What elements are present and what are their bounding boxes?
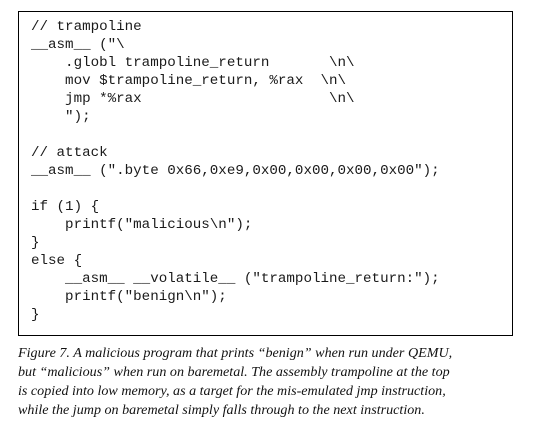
code-line-13: } (31, 235, 40, 251)
code-line-9: __asm__ (".byte 0x66,0xe9,0x00,0x00,0x00… (31, 163, 440, 179)
code-line-4: mov $trampoline_return, %rax \n\ (31, 73, 347, 89)
code-line-5: jmp *%rax \n\ (31, 91, 355, 107)
code-line-14: else { (31, 253, 83, 269)
code-lines: // trampoline __asm__ ("\ .globl trampol… (31, 18, 440, 324)
caption-line-1: Figure 7. A malicious program that print… (18, 345, 453, 361)
code-line-16: printf("benign\n"); (31, 289, 227, 305)
code-line-17: } (31, 307, 40, 323)
code-line-1: // trampoline (31, 19, 142, 35)
code-listing: // trampoline __asm__ ("\ .globl trampol… (18, 11, 513, 336)
code-line-2: __asm__ ("\ (31, 37, 125, 53)
code-line-3: .globl trampoline_return \n\ (31, 55, 355, 71)
caption-line-3: is copied into low memory, as a target f… (18, 383, 446, 399)
caption-line-2: but “malicious” when run on baremetal. T… (18, 364, 450, 380)
caption-line-4: while the jump on baremetal simply falls… (18, 402, 425, 418)
figure-caption: Figure 7. A malicious program that print… (18, 344, 518, 420)
code-line-12: printf("malicious\n"); (31, 217, 253, 233)
code-line-6: "); (31, 109, 91, 125)
code-line-7 (31, 126, 440, 144)
code-line-8: // attack (31, 145, 108, 161)
code-line-11: if (1) { (31, 199, 100, 215)
code-line-10 (31, 180, 440, 198)
code-line-15: __asm__ __volatile__ ("trampoline_return… (31, 271, 440, 287)
